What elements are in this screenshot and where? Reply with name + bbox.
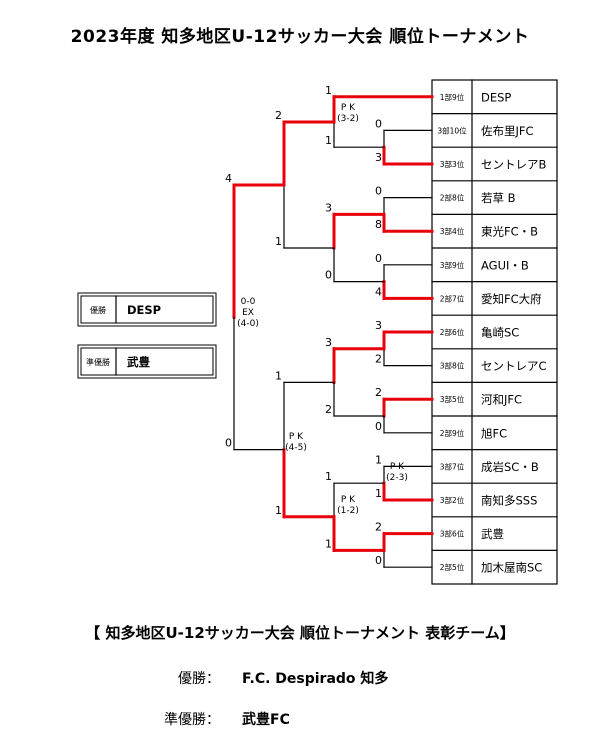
score-label: 2 (375, 521, 382, 534)
score-label: 2 (375, 353, 382, 366)
score-label: 1 (325, 84, 332, 97)
pk-note: P K (341, 103, 356, 113)
score-label: 1 (325, 134, 332, 147)
final-note: 0-0 (241, 297, 256, 307)
team-rank: 3部5位 (440, 394, 465, 404)
score-label: 4 (375, 285, 382, 298)
team-name: AGUI・B (481, 258, 529, 272)
team-rank: 2部6位 (440, 327, 465, 337)
team-name: 東光FC・B (481, 225, 538, 239)
score-label: 3 (375, 151, 382, 164)
pk-note: (1-2) (337, 506, 359, 516)
score-label: 3 (325, 201, 332, 214)
team-name: 愛知FC大府 (481, 292, 542, 306)
team-name: セントレアC (481, 359, 547, 373)
score-label: 0 (375, 117, 382, 130)
score-label: 1 (375, 487, 382, 500)
winner-label: 優勝 (90, 305, 106, 315)
pk-note: (4-5) (285, 443, 307, 453)
score-label: 8 (375, 218, 382, 231)
team-rank: 2部5位 (440, 562, 465, 572)
team-name: 加木屋南SC (481, 561, 542, 575)
score-label: 0 (375, 554, 382, 567)
pk-note: P K (289, 432, 304, 442)
runner-up-label: 準優勝 (86, 357, 110, 367)
team-rank: 3部6位 (440, 529, 465, 539)
score-label: 0 (375, 252, 382, 265)
team-rank: 3部2位 (440, 495, 465, 505)
team-name: 河和JFC (481, 393, 522, 407)
score-label: 0 (375, 420, 382, 433)
team-rank: 3部10位 (437, 125, 467, 135)
score-label: 1 (375, 453, 382, 466)
award-runner-up-label: 準優勝： (164, 712, 220, 728)
pk-note: P K (341, 495, 356, 505)
runner-up-box-inner (80, 347, 214, 376)
score-label: 1 (275, 369, 282, 382)
score-label: 1 (275, 235, 282, 248)
score-label: 3 (325, 336, 332, 349)
pk-note: P K (390, 462, 405, 472)
award-winner-label: 優勝： (178, 671, 220, 687)
team-name: 成岩SC・B (481, 460, 539, 474)
award-runner-up-value: 武豊FC (242, 712, 290, 728)
final-note: (4-0) (237, 319, 259, 329)
team-rank: 3部9位 (440, 260, 465, 270)
score-label: 1 (325, 537, 332, 550)
team-rank: 1部9位 (440, 92, 465, 102)
score-label: 0 (225, 437, 232, 450)
score-label: 2 (325, 403, 332, 416)
team-rank: 2部8位 (440, 193, 465, 203)
team-name: 武豊 (481, 527, 504, 541)
team-name: 佐布里JFC (481, 124, 534, 138)
pk-note: (2-3) (386, 473, 408, 483)
score-label: 3 (375, 319, 382, 332)
score-label: 1 (275, 504, 282, 517)
award-winner-value: F.C. Despirado 知多 (242, 671, 389, 687)
winner-team: DESP (127, 303, 161, 317)
team-table (431, 79, 558, 585)
score-label: 0 (325, 269, 332, 282)
team-name: 亀崎SC (481, 326, 519, 340)
page-title: 2023年度 知多地区U-12サッカー大会 順位トーナメント (70, 27, 530, 47)
score-label: 2 (375, 386, 382, 399)
winner-box-inner (80, 295, 214, 324)
team-name: DESP (481, 90, 511, 104)
runner-up-team: 武豊 (127, 355, 150, 369)
team-rank: 3部4位 (440, 226, 465, 236)
team-rank: 3部3位 (440, 159, 465, 169)
score-label: 0 (375, 185, 382, 198)
score-label: 1 (325, 470, 332, 483)
team-rank: 2部7位 (440, 293, 465, 303)
team-name: 旭FC (481, 426, 507, 440)
team-rank: 3部7位 (440, 461, 465, 471)
final-note: EX (242, 308, 254, 318)
team-rank: 3部8位 (440, 361, 465, 371)
team-name: 若草 B (481, 191, 516, 205)
tournament-bracket: 1部9位 DESP 3部10位 佐布里JFC 3部3位 セントレアB 2部8位 若草 B 3部4… (77, 79, 558, 585)
score-label: 2 (275, 109, 282, 122)
team-name: 南知多SSS (481, 494, 537, 508)
score-label: 4 (225, 172, 232, 185)
team-rank: 2部9位 (440, 428, 465, 438)
pk-note: (3-2) (337, 114, 359, 124)
team-name: セントレアB (481, 158, 546, 172)
awards-heading: 【 知多地区U-12サッカー大会 順位トーナメント 表彰チーム】 (85, 624, 515, 642)
